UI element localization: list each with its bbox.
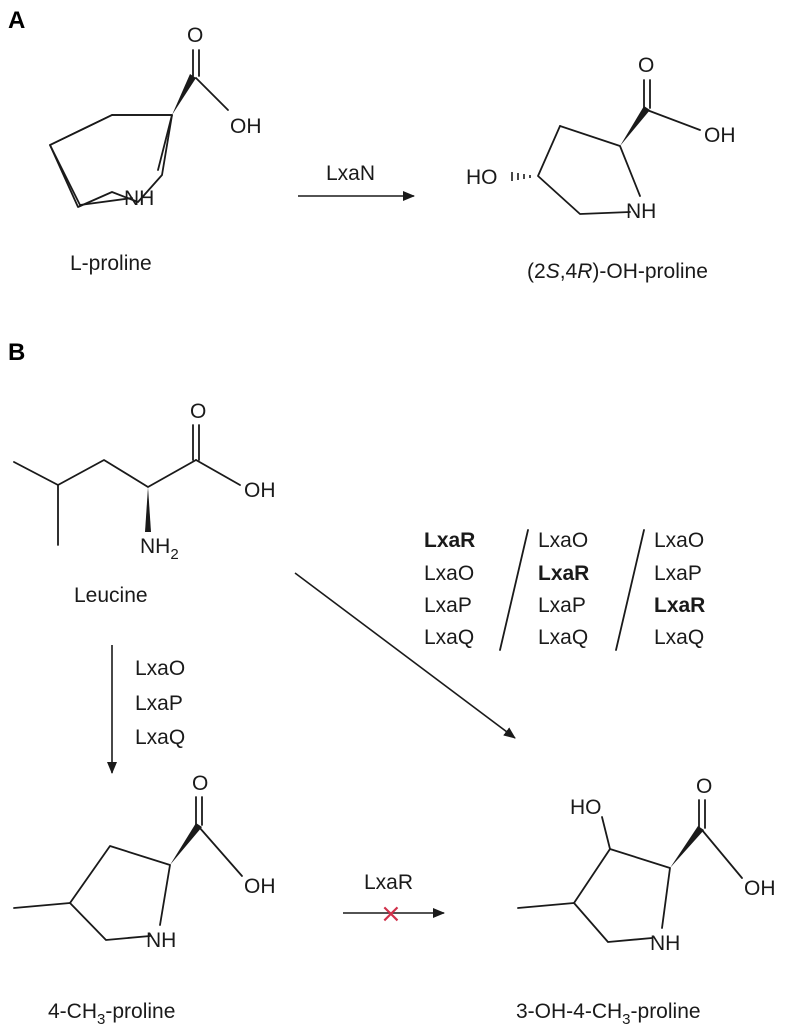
down-enzyme: LxaP	[135, 692, 183, 715]
name-hydroxyproline: (2S,4R)-OH-proline	[527, 260, 708, 283]
atom-oh-mp: OH	[244, 875, 276, 898]
down-enzyme-list: LxaO LxaP LxaQ	[135, 657, 185, 749]
structure-leucine: O OH NH2	[13, 400, 276, 563]
atom-oh-final: OH	[744, 877, 776, 900]
order-item: LxaO	[424, 562, 474, 585]
atom-oh-leu: OH	[244, 479, 276, 502]
name-l-proline: L-proline	[70, 252, 152, 275]
down-enzyme: LxaQ	[135, 726, 185, 749]
atom-nh-mp: NH	[146, 929, 176, 952]
order-item: LxaR	[538, 562, 589, 585]
structure-methylproline: O OH NH	[13, 772, 276, 952]
atom-nh-2: NH	[626, 200, 656, 223]
name-final-product: 3-OH-4-CH3-proline	[516, 1000, 701, 1028]
atom-oh: OH	[230, 115, 262, 138]
down-enzyme: LxaO	[135, 657, 185, 680]
panel-label-b: B	[8, 339, 25, 366]
enzyme-order-col-1: LxaR LxaO LxaP LxaQ	[424, 529, 475, 649]
atom-o-final: O	[696, 775, 712, 798]
atom-nh2: NH2	[140, 535, 179, 563]
name-leucine: Leucine	[74, 584, 148, 607]
order-item: LxaQ	[654, 626, 704, 649]
atom-o-mp: O	[192, 772, 208, 795]
order-item: LxaP	[424, 594, 472, 617]
enzyme-lxar-blocked: LxaR	[364, 871, 413, 894]
divider	[615, 529, 645, 651]
order-item: LxaP	[538, 594, 586, 617]
order-item: LxaP	[654, 562, 702, 585]
atom-nh-final: NH	[650, 932, 680, 955]
atom-ho-final: HO	[570, 796, 602, 819]
order-item: LxaO	[654, 529, 704, 552]
atom-ho: HO	[466, 166, 498, 189]
order-item: LxaR	[424, 529, 475, 552]
order-item: LxaR	[654, 594, 705, 617]
order-item: LxaO	[538, 529, 588, 552]
enzyme-order-col-3: LxaO LxaP LxaR LxaQ	[654, 529, 705, 649]
order-item: LxaQ	[424, 626, 474, 649]
structure-l-proline: O OH NH	[49, 24, 262, 210]
atom-oh-2: OH	[704, 124, 736, 147]
atom-o-leu: O	[190, 400, 206, 423]
panel-label-a: A	[8, 7, 25, 34]
enzyme-lxan: LxaN	[326, 162, 375, 185]
name-methylproline: 4-CH3-proline	[48, 1000, 175, 1028]
atom-nh: NH	[124, 187, 154, 210]
structure-hydroxyproline: O OH HO NH	[466, 54, 736, 223]
structure-final-product: HO O OH NH	[517, 775, 776, 955]
blocked-cross-icon: ×	[380, 899, 402, 929]
divider	[499, 529, 529, 651]
atom-o: O	[187, 24, 203, 47]
arrow-diagonal	[294, 572, 516, 739]
order-item: LxaQ	[538, 626, 588, 649]
enzyme-order-col-2: LxaO LxaR LxaP LxaQ	[538, 529, 589, 649]
atom-o-2: O	[638, 54, 654, 77]
